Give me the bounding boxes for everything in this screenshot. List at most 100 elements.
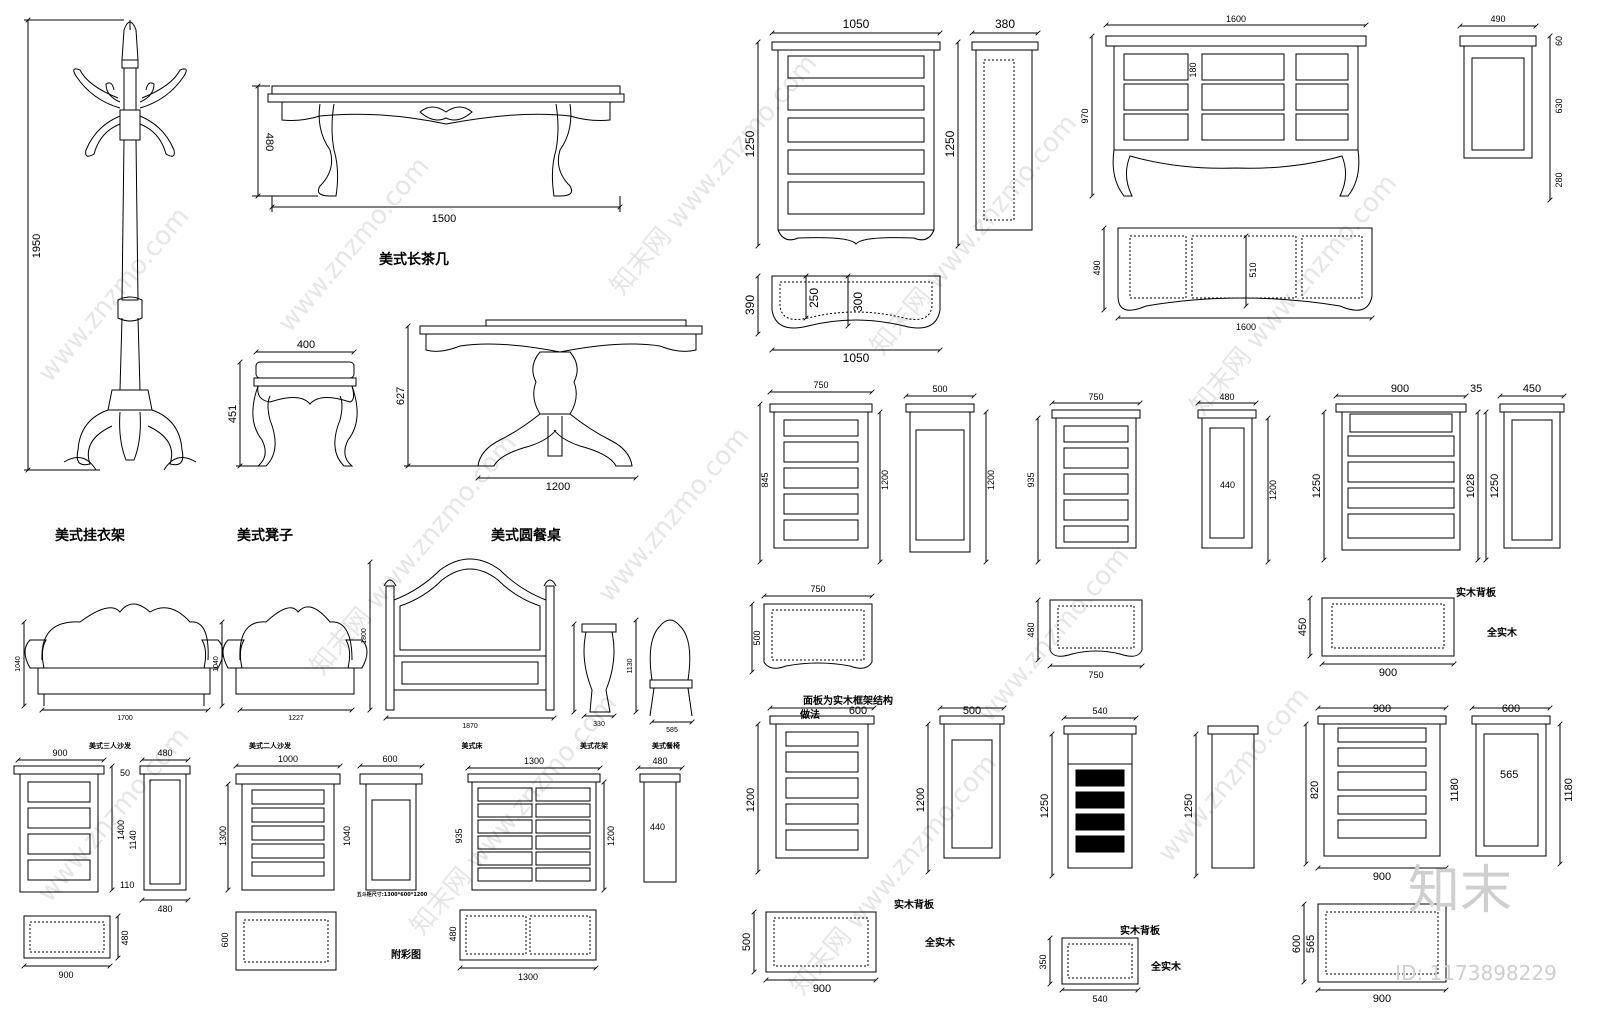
drawer-front: [535, 851, 591, 866]
dim-b1-height: 1200: [745, 788, 757, 812]
dim-b3-side-height: 1180: [1563, 778, 1575, 802]
caption-small-note: 五斗柜尺寸:1300*600*1200: [357, 891, 428, 898]
dim-s1-plan-width: 900: [58, 970, 73, 980]
dim-m3-c: 1028: [1465, 474, 1477, 498]
dim-m1-side-depth: 500: [932, 384, 947, 394]
dim-b3-f: 1180: [1449, 778, 1461, 802]
dim-b3-plan-width: 900: [1373, 993, 1391, 1005]
tall-chest-b3-drawing: [1304, 708, 1560, 990]
dim-s3-plan-width: 1300: [518, 972, 538, 982]
dim-b1-side-width: 500: [963, 705, 981, 717]
dim-s2-width: 1000: [278, 754, 298, 764]
dim-s1-a: 50: [120, 768, 130, 778]
caption-round-table: 美式圆餐桌: [491, 527, 562, 544]
watermark-text: www.znzmo.com: [32, 202, 195, 388]
dim-b3-ground-width: 900: [1373, 871, 1391, 883]
dim-s2-b: 1040: [342, 826, 352, 846]
dim-s3-height: 1200: [606, 826, 616, 846]
dim-c1-depth: 380: [995, 17, 1015, 31]
caption-solid-back-1: 实木背板: [1456, 586, 1497, 599]
dim-stool-height: 451: [227, 405, 239, 423]
caption-all-solid-3: 全实木: [1150, 960, 1182, 973]
caption-stool: 美式凳子: [237, 527, 293, 544]
dim-c2-top-depth: 490: [1092, 260, 1102, 275]
dim-b1-side-height: 1200: [915, 788, 927, 812]
dim-c1-width: 1050: [843, 17, 870, 31]
drawer-front: [535, 787, 591, 802]
dim-b2-width: 540: [1092, 706, 1107, 716]
dim-s1-side-width: 480: [157, 748, 172, 758]
dim-sofa3-width: 1700: [117, 715, 133, 722]
dim-m1-width: 750: [813, 380, 828, 390]
brand-logo: 知末: [1408, 861, 1512, 921]
dim-c2-height: 970: [1080, 108, 1090, 123]
dim-s3-plan-depth: 480: [448, 926, 458, 941]
dim-b3-side-a: 565: [1500, 769, 1518, 781]
dim-c2-width: 1600: [1226, 14, 1246, 24]
stool-drawing: [236, 352, 358, 466]
dim-bed-height: 1800: [361, 628, 368, 644]
dim-m1-c: 845: [760, 472, 770, 487]
caption-sofa3: 美式三人沙发: [89, 741, 132, 750]
caption-appendix: 附彩图: [391, 948, 421, 961]
cabinet-dimension-labels: 900 480 50 1400 1140 110 480 900 480 100…: [52, 748, 667, 982]
dim-sofa3-height: 1040: [15, 656, 22, 672]
dim-c1-side-height: 1250: [943, 130, 957, 157]
dim-b1-plan-width: 900: [813, 983, 831, 995]
dim-m1-side-height: 1200: [986, 470, 996, 490]
caption-coat-rack: 美式挂衣架: [55, 527, 125, 544]
dim-coffee-table-width: 1500: [432, 213, 456, 225]
chest-c1-drawing: [758, 33, 1038, 350]
drawer-front: [535, 867, 591, 882]
dim-m2-plan-depth: 480: [1026, 622, 1036, 637]
dim-b1-width: 600: [849, 705, 867, 717]
dim-m2-plan-width: 750: [1088, 670, 1103, 680]
drawer-front: [477, 851, 533, 866]
dim-coffee-table-height: 480: [263, 133, 275, 151]
dim-s1-plan-depth: 480: [120, 930, 130, 945]
dim-b2-plan-width: 540: [1092, 994, 1107, 1004]
dining-chair-drawing: [636, 620, 692, 722]
dim-s1-width: 900: [52, 748, 67, 758]
dim-m1-height: 1200: [880, 470, 890, 490]
watermark-text: 知末网 www.znzmo.com: [1185, 169, 1404, 421]
dim-b2-side-height: 1250: [1183, 794, 1195, 818]
watermark-text: www.znzmo.com: [972, 542, 1135, 728]
dim-s3-c: 935: [454, 828, 464, 843]
dim-s1-side-width-2: 480: [157, 904, 172, 914]
drawer-front: [477, 803, 533, 818]
cabinet-s2-drawing: [228, 766, 422, 971]
dim-round-table-height: 627: [395, 387, 407, 405]
right-dimension-labels: 1050 380 1250 1250 1050 390 300 250: [743, 17, 1015, 365]
caption-bed: 美式床: [462, 741, 484, 750]
dim-sofa2-height: 1040: [213, 656, 220, 672]
dim-b1-plan-depth: 500: [741, 933, 753, 951]
dim-stool-width: 400: [297, 339, 315, 351]
dim-s2-plan-depth: 600: [220, 932, 230, 947]
dim-m3-side-height: 1250: [1489, 474, 1501, 498]
coffee-table-drawing: [252, 86, 625, 212]
drawer-front: [535, 803, 591, 818]
dim-c2-depth: 490: [1490, 14, 1505, 24]
dim-b3-width: 900: [1373, 703, 1391, 715]
dim-chair-height: 1130: [627, 658, 634, 673]
dim-m1-plan-width: 750: [810, 584, 825, 594]
tall-chest-b2-drawing: [1050, 718, 1259, 990]
dim-c2-top-width: 1600: [1236, 322, 1256, 332]
drawer-front: [535, 819, 591, 834]
dim-m3-a: 35: [1470, 383, 1482, 395]
dim-round-table-width: 1200: [546, 481, 570, 493]
dim-c1-height: 1250: [743, 130, 757, 157]
brand-marks: 知末 ID: 1173898229: [1395, 861, 1557, 985]
dim-m3-plan-width: 900: [1379, 667, 1397, 679]
dim-c1-top-d1: 300: [851, 292, 865, 312]
dim-sofa2-width: 1227: [288, 715, 304, 722]
dim-s3-f: 440: [650, 822, 665, 832]
watermark-text: 知末网 www.znzmo.com: [785, 749, 1004, 1001]
caption-flower-stand: 美式花架: [580, 741, 608, 750]
dim-c2-s3: 280: [1554, 172, 1564, 187]
dim-m2-e: 440: [1220, 480, 1235, 490]
captions: 美式挂衣架 美式长茶几 美式凳子 美式圆餐桌 美式三人沙发 美式二人沙发 美式床…: [55, 251, 1518, 973]
dim-m2-width: 750: [1088, 392, 1103, 402]
caption-coffee-table: 美式长茶几: [379, 251, 449, 268]
